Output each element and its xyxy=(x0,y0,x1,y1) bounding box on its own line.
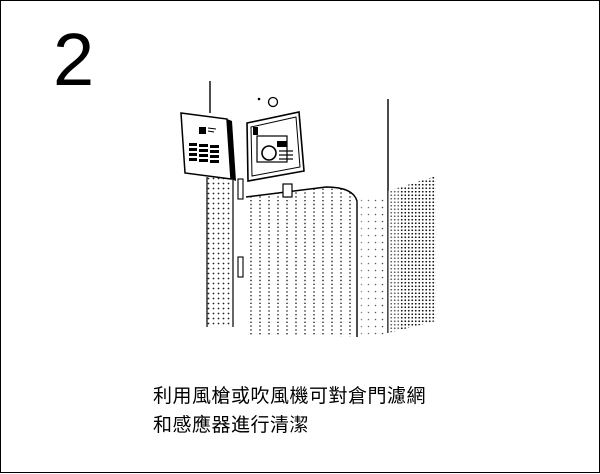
indicator-light-icon xyxy=(267,96,279,108)
step-number: 2 xyxy=(53,18,95,101)
filter-door xyxy=(246,187,357,337)
sensor-bay xyxy=(246,111,305,182)
filter-door-outline xyxy=(245,186,358,337)
instruction-caption: 利用風槍或吹風機可對倉門濾網 和感應器進行清潔 xyxy=(153,382,426,440)
hinge-bottom xyxy=(237,256,244,278)
unit-right-panel-fade xyxy=(388,187,401,333)
unit-right-panel xyxy=(388,176,436,333)
sensor-module xyxy=(256,135,288,163)
cover-logo-icon xyxy=(199,127,206,134)
caption-line-2: 和感應器進行清潔 xyxy=(153,414,310,436)
cover-vent-grille xyxy=(189,143,219,163)
caption-line-1: 利用風槍或吹風機可對倉門濾網 xyxy=(153,385,427,407)
indicator-dot-icon xyxy=(257,97,261,101)
hinge-top xyxy=(237,178,244,200)
unit-left-strip xyxy=(207,173,233,327)
sensor-cover xyxy=(180,112,236,181)
sensor-fan-icon xyxy=(261,145,277,161)
door-tab xyxy=(282,183,293,198)
